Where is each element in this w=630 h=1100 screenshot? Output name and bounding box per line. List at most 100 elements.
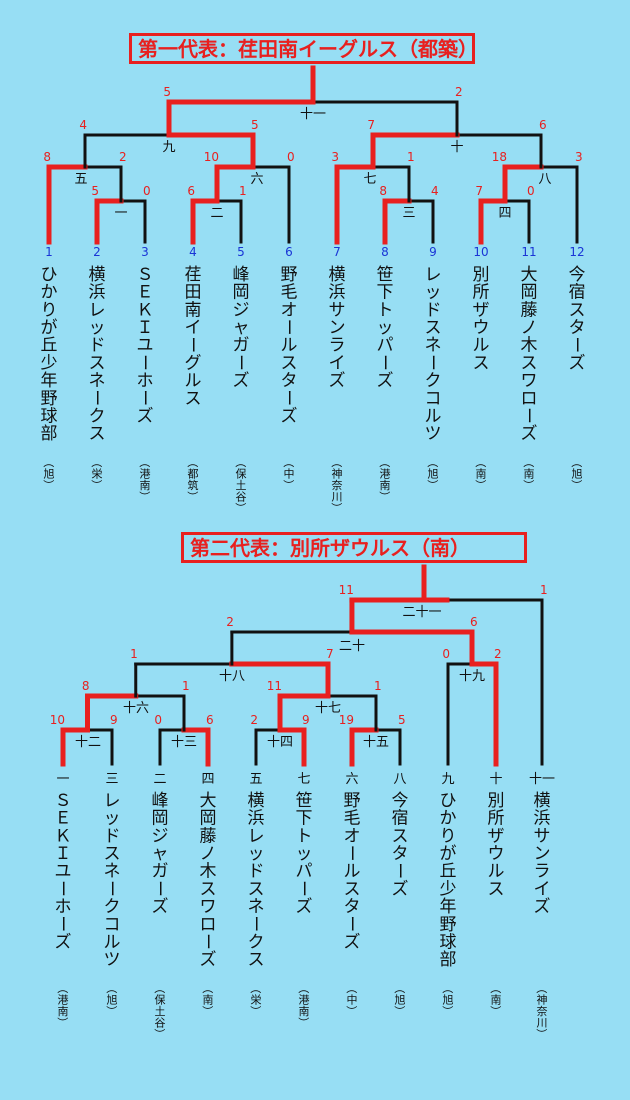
svg-text:神: 神 xyxy=(537,992,548,1006)
game-5-game-label: 五 xyxy=(74,172,87,187)
svg-text:（: （ xyxy=(393,983,406,994)
svg-text:ツ: ツ xyxy=(425,424,442,444)
svg-text:ス: ス xyxy=(344,879,361,899)
svg-text:（: （ xyxy=(201,983,214,994)
svg-text:）: ） xyxy=(56,1017,69,1028)
svg-text:部: 部 xyxy=(440,950,457,970)
svg-text:野: 野 xyxy=(440,915,457,935)
svg-text:イ: イ xyxy=(329,353,346,373)
svg-text:ズ: ズ xyxy=(296,897,313,917)
game-4-left-score: 7 xyxy=(475,184,483,198)
svg-text:ホ: ホ xyxy=(55,897,72,917)
svg-text:ザ: ザ xyxy=(473,300,490,320)
section1-seed-6: 6 xyxy=(285,245,293,259)
svg-text:ー: ー xyxy=(52,880,72,897)
svg-text:年: 年 xyxy=(440,897,457,917)
section2-team-area-2: （旭） xyxy=(105,983,118,1017)
svg-text:奈: 奈 xyxy=(537,1004,548,1018)
section1-team-area-1: （旭） xyxy=(42,457,55,491)
svg-text:木: 木 xyxy=(521,336,538,356)
svg-text:ー: ー xyxy=(278,319,298,336)
section1-team-area-10: （南） xyxy=(474,457,487,491)
svg-text:毛: 毛 xyxy=(344,809,361,829)
svg-text:（: （ xyxy=(297,983,310,994)
svg-text:タ: タ xyxy=(281,371,298,391)
svg-text:ノ: ノ xyxy=(521,318,538,338)
svg-text:ス: ス xyxy=(89,424,106,444)
svg-text:峰: 峰 xyxy=(233,265,250,285)
svg-text:南: 南 xyxy=(476,467,487,480)
svg-text:ッ: ッ xyxy=(248,844,265,864)
section2-seed-7: 六 xyxy=(345,772,358,787)
game-18-left-score: 1 xyxy=(130,647,138,661)
svg-text:ー: ー xyxy=(278,389,298,406)
svg-text:ズ: ズ xyxy=(55,932,72,952)
svg-text:毛: 毛 xyxy=(281,283,298,303)
svg-text:（: （ xyxy=(153,983,166,994)
svg-text:レ: レ xyxy=(248,826,265,846)
svg-text:）: ） xyxy=(441,1006,454,1017)
svg-text:笹: 笹 xyxy=(296,791,313,811)
svg-text:ス: ス xyxy=(248,879,265,899)
svg-text:ー: ー xyxy=(101,880,121,897)
svg-text:ク: ク xyxy=(89,406,106,426)
svg-text:少: 少 xyxy=(440,879,457,899)
svg-text:ス: ス xyxy=(569,300,586,320)
game-21-left-score: 11 xyxy=(339,583,354,597)
svg-text:ズ: ズ xyxy=(534,897,551,917)
svg-text:旭: 旭 xyxy=(443,992,454,1006)
svg-text:岡: 岡 xyxy=(521,283,538,303)
game-3-right-score: 4 xyxy=(431,184,439,198)
svg-text:り: り xyxy=(440,826,457,846)
svg-text:ガ: ガ xyxy=(233,336,250,356)
section1-seed-8: 8 xyxy=(381,245,389,259)
svg-text:（: （ xyxy=(535,983,548,994)
game-19-right-score: 2 xyxy=(494,647,502,661)
section1-team-area-7: （神奈川） xyxy=(330,457,343,514)
section2-team-area-5: （栄） xyxy=(249,983,262,1017)
svg-text:ク: ク xyxy=(425,371,442,391)
svg-text:ズ: ズ xyxy=(392,879,409,899)
section2-team-area-6: （港南） xyxy=(297,983,310,1028)
svg-text:レ: レ xyxy=(425,265,442,285)
svg-text:タ: タ xyxy=(569,318,586,338)
game-6-right-score: 0 xyxy=(287,150,295,164)
section1-seed-4: 4 xyxy=(189,245,197,259)
game-13-game-label: 十三 xyxy=(171,735,197,750)
section2-seed-1: 一 xyxy=(56,772,69,787)
svg-text:（: （ xyxy=(441,983,454,994)
svg-text:）: ） xyxy=(535,1028,548,1039)
svg-text:川: 川 xyxy=(332,490,343,503)
svg-text:ー: ー xyxy=(86,389,106,406)
section1-team-area-4: （都筑） xyxy=(186,457,199,502)
svg-text:ひ: ひ xyxy=(440,791,457,811)
game-11-right-score: 2 xyxy=(455,85,463,99)
svg-text:オ: オ xyxy=(344,826,361,846)
game-17-right-score: 1 xyxy=(374,679,382,693)
svg-text:ノ: ノ xyxy=(200,844,217,864)
game-12-game-label: 十二 xyxy=(75,735,101,750)
svg-text:ス: ス xyxy=(473,353,490,373)
svg-text:り: り xyxy=(41,300,58,320)
game-14-left-score: 2 xyxy=(250,713,258,727)
svg-text:ド: ド xyxy=(248,862,265,882)
svg-text:ウ: ウ xyxy=(488,844,505,864)
svg-text:ズ: ズ xyxy=(569,353,586,373)
svg-text:イ: イ xyxy=(185,318,202,338)
section2-seed-8: 八 xyxy=(393,772,406,787)
svg-text:ズ: ズ xyxy=(329,371,346,391)
svg-text:レ: レ xyxy=(104,791,121,811)
game-14-right-score: 9 xyxy=(302,713,310,727)
svg-text:野: 野 xyxy=(281,265,298,285)
svg-text:ズ: ズ xyxy=(377,371,394,391)
svg-text:（: （ xyxy=(282,457,295,468)
svg-text:サ: サ xyxy=(534,826,551,846)
game-18-right-score: 7 xyxy=(326,647,334,661)
svg-text:大: 大 xyxy=(521,265,538,285)
